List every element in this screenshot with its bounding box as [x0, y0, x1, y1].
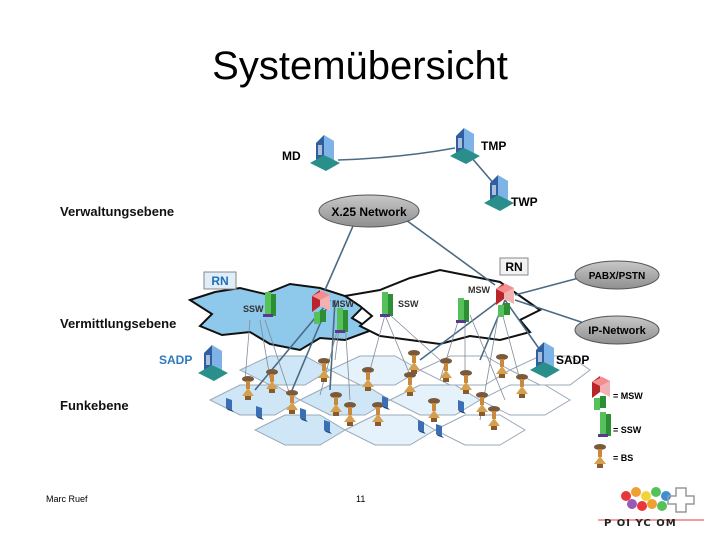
rn-region-right — [342, 268, 542, 346]
legend-ssw-icon — [598, 412, 611, 437]
footer-author: Marc Ruef — [46, 494, 88, 504]
md-server-icon — [310, 135, 340, 171]
rn-left-label: RN — [211, 274, 228, 288]
company-logo: P OI YC OM — [596, 484, 706, 532]
logo-graphic: P OI YC OM — [598, 487, 704, 529]
legend-msw-icon — [592, 376, 610, 410]
rn-left-badge — [203, 271, 237, 290]
rn-right-label: RN — [505, 260, 522, 274]
layer-label-switching: Vermittlungsebene — [60, 316, 177, 331]
layer-label-radio: Funkebene — [60, 398, 129, 413]
ip-network-ellipse — [574, 315, 660, 345]
msw-left-label: MSW — [332, 299, 355, 309]
sadp-right-label: SADP — [556, 353, 589, 367]
sadp-left-server-icon — [198, 345, 228, 381]
twp-server-icon — [484, 175, 514, 211]
msw-right-label: MSW — [468, 285, 491, 295]
x25-network-ellipse — [318, 194, 420, 228]
twp-label: TWP — [511, 195, 538, 209]
legend-bs-icon — [594, 444, 606, 468]
pabx-pstn-label: PABX/PSTN — [589, 271, 646, 282]
svg-text:P OI YC OM: P OI YC OM — [604, 518, 677, 529]
md-label: MD — [282, 149, 301, 163]
footer-page-number: 11 — [356, 494, 366, 504]
ssw-mid-label: SSW — [398, 299, 419, 309]
tmp-label: TMP — [481, 139, 506, 153]
pabx-pstn-ellipse — [574, 260, 660, 290]
legend-msw-label: = MSW — [613, 391, 643, 401]
layer-label-admin: Verwaltungsebene — [60, 204, 175, 219]
ssw-left-label: SSW — [243, 304, 264, 314]
tmp-server-icon — [450, 128, 480, 164]
legend-bs-label: = BS — [613, 453, 633, 463]
bs-links — [244, 304, 521, 421]
page-title: Systemübersicht — [212, 44, 508, 88]
ip-network-label: IP-Network — [588, 325, 646, 337]
rn-right-badge — [499, 257, 529, 276]
legend-ssw-label: = SSW — [613, 425, 642, 435]
sadp-left-label: SADP — [159, 353, 192, 367]
x25-network-label: X.25 Network — [331, 205, 407, 219]
